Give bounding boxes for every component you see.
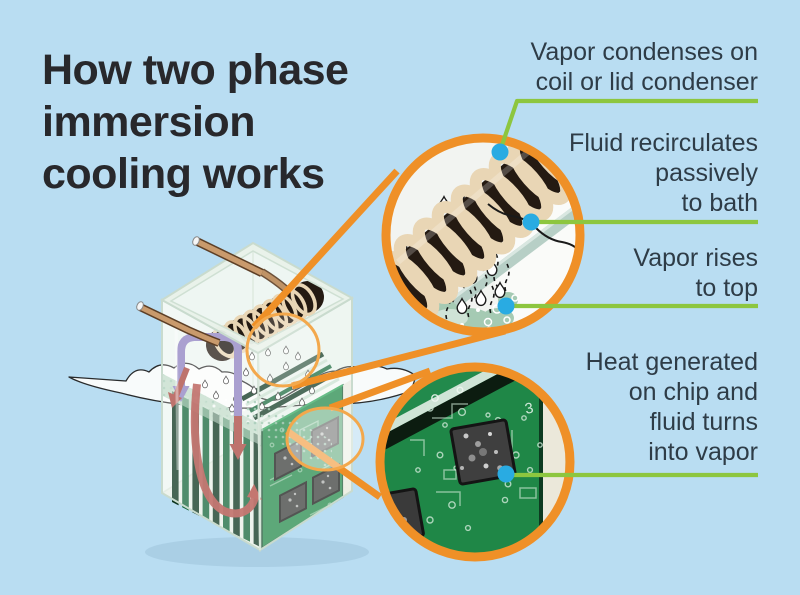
coolant-tubes [136, 236, 264, 347]
annotation-heat-generated: Heat generated on chip and fluid turns i… [585, 348, 758, 466]
tank-shadow [145, 537, 369, 567]
pointer-lines [498, 98, 758, 478]
annotation-vapor-condenses: Vapor condenses on coil or lid condenser [530, 38, 758, 96]
pointer-dot-chip [497, 465, 515, 483]
page-title: How two phase immersion cooling works [42, 46, 349, 198]
pcb-silkscreen-3: 3 [523, 400, 535, 418]
immersion-tank-illustration [68, 236, 417, 552]
pointer-line-vapor-condenses [498, 98, 758, 152]
callout-connector-lines [251, 168, 506, 500]
recirculation-arrow-red [168, 366, 262, 518]
pointer-dot-vapor [497, 297, 515, 315]
glass-walls [160, 241, 355, 552]
pointer-dot-surface [522, 213, 540, 231]
pointer-dots [491, 143, 540, 483]
annotation-fluid-recirculates: Fluid recirculates passively to bath [569, 129, 758, 217]
zoom-source-circle [245, 312, 321, 388]
zoom-source-ellipse [285, 406, 365, 472]
annotation-vapor-rises: Vapor rises to top [633, 244, 758, 302]
pointer-dot-coil [491, 143, 509, 161]
